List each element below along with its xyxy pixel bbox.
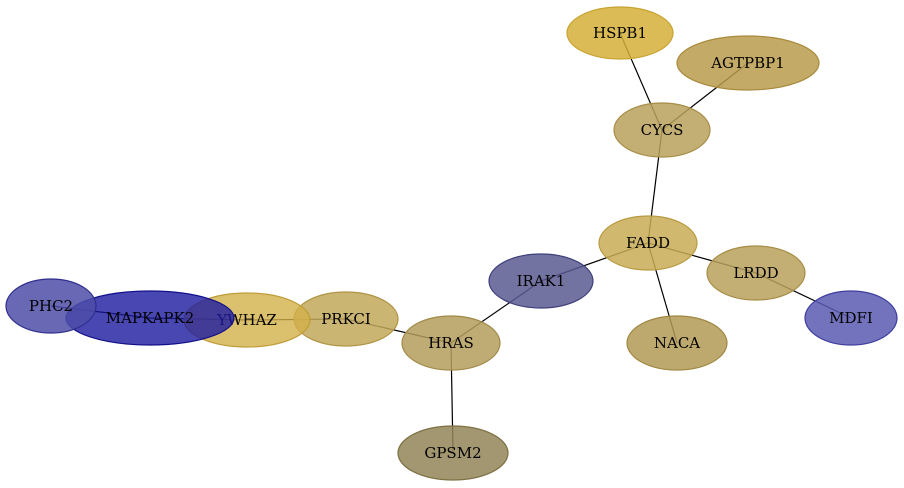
node-gpsm2[interactable]: GPSM2 <box>397 425 509 481</box>
node-ellipse-gpsm2[interactable] <box>397 425 509 481</box>
node-label-fadd: FADD <box>626 234 670 252</box>
node-mapkapk2[interactable]: MAPKAPK2 <box>65 290 235 346</box>
node-label-agtpbp1: AGTPBP1 <box>710 54 785 72</box>
node-phc2[interactable]: PHC2 <box>5 278 97 334</box>
node-naca[interactable]: NACA <box>626 315 728 371</box>
node-label-naca: NACA <box>654 334 700 352</box>
node-label-hspb1: HSPB1 <box>593 24 647 42</box>
edge-layer <box>50 32 852 454</box>
node-ellipse-hspb1[interactable] <box>566 6 674 60</box>
node-ellipse-agtpbp1[interactable] <box>676 35 820 91</box>
node-lrdd[interactable]: LRDD <box>706 245 806 301</box>
node-ellipse-lrdd[interactable] <box>706 245 806 301</box>
node-ellipse-fadd[interactable] <box>598 215 698 271</box>
node-mdfi[interactable]: MDFI <box>804 290 898 346</box>
node-agtpbp1[interactable]: AGTPBP1 <box>676 35 820 91</box>
node-label-phc2: PHC2 <box>29 297 73 315</box>
node-label-gpsm2: GPSM2 <box>424 444 481 462</box>
node-fadd[interactable]: FADD <box>598 215 698 271</box>
node-ellipse-hras[interactable] <box>401 315 501 371</box>
node-ellipse-irak1[interactable] <box>488 253 594 309</box>
node-irak1[interactable]: IRAK1 <box>488 253 594 309</box>
node-cycs[interactable]: CYCS <box>613 102 711 158</box>
node-label-prkci: PRKCI <box>321 310 371 328</box>
node-label-irak1: IRAK1 <box>517 272 566 290</box>
node-hras[interactable]: HRAS <box>401 315 501 371</box>
node-ellipse-cycs[interactable] <box>613 102 711 158</box>
node-ellipse-phc2[interactable] <box>5 278 97 334</box>
node-label-mapkapk2: MAPKAPK2 <box>106 309 195 327</box>
node-hspb1[interactable]: HSPB1 <box>566 6 674 60</box>
node-label-hras: HRAS <box>428 334 473 352</box>
node-label-mdfi: MDFI <box>829 309 873 327</box>
node-label-lrdd: LRDD <box>733 264 778 282</box>
node-label-cycs: CYCS <box>641 121 684 139</box>
node-ellipse-mdfi[interactable] <box>804 290 898 346</box>
node-ellipse-naca[interactable] <box>626 315 728 371</box>
